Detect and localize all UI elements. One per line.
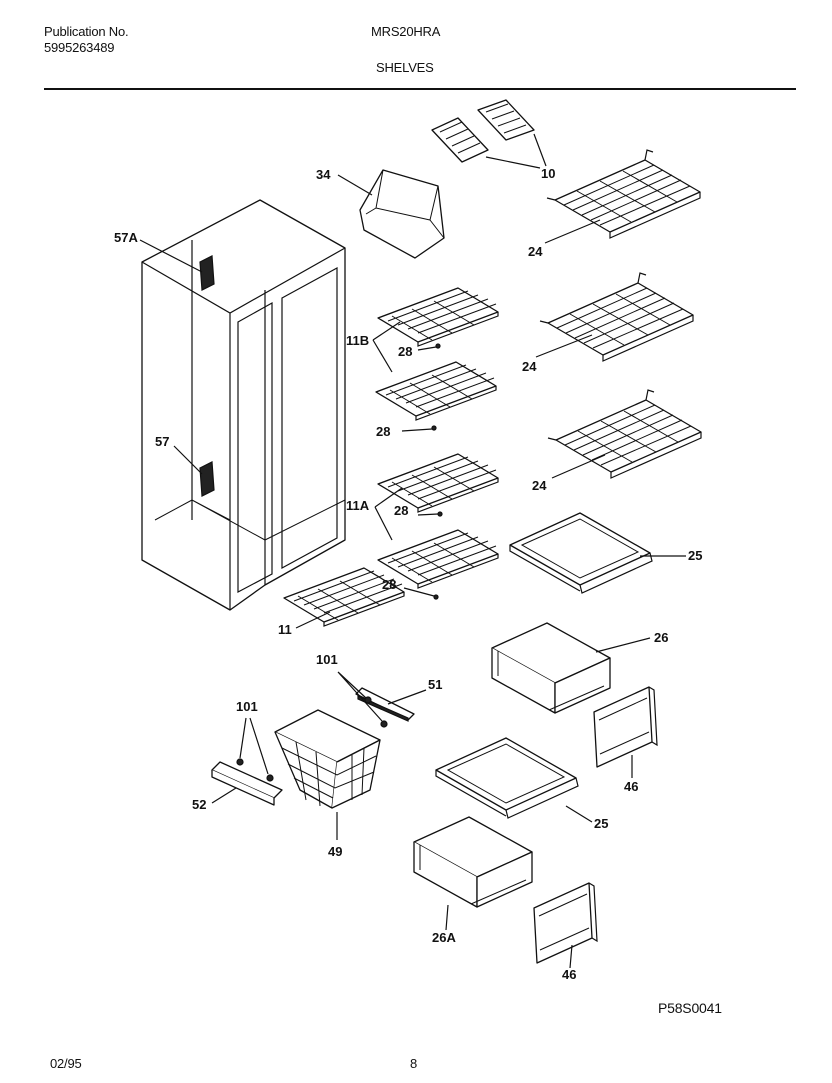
crisper-cover-1 [509,512,653,594]
freezer-shelf-1 [546,149,701,239]
ice-tray-pair [431,99,535,163]
door-bin [359,169,445,259]
model-number: MRS20HRA [371,24,441,39]
callout-11: 11 [278,622,292,637]
callout-101-upper: 101 [316,652,338,667]
callout-10: 10 [541,166,555,181]
page-number: 8 [410,1056,418,1071]
footer-date: 02/95 [50,1056,82,1071]
publication-label: Publication No. [44,24,129,39]
basket-bracket [211,761,283,806]
fresh-shelf-1 [377,287,499,347]
callout-25-upper: 25 [688,548,702,563]
callout-46-lower: 46 [562,967,576,982]
header-rule [44,88,796,90]
callout-51: 51 [428,677,442,692]
fresh-shelf-2 [375,361,497,421]
crisper-drawer-small [413,816,533,908]
callout-46-upper: 46 [624,779,638,794]
callout-25-lower: 25 [594,816,608,831]
callout-24-middle: 24 [522,359,537,374]
crisper-cover-2 [435,737,579,819]
callout-57A: 57A [114,230,138,245]
drawing-code: P58S0041 [658,1000,722,1016]
freezer-basket [274,709,381,809]
callout-28-third: 28 [394,503,408,518]
drawer-front-2 [533,882,598,964]
callout-26: 26 [654,630,668,645]
callout-11B: 11B [346,333,369,348]
crisper-drawer [491,622,611,714]
callout-28-second: 28 [376,424,390,439]
callout-34: 34 [316,167,331,182]
callout-28-first: 28 [398,344,412,359]
drawer-front-1 [593,686,658,768]
callout-24-top: 24 [528,244,543,259]
basket-rail [355,687,415,722]
callout-24-bottom: 24 [532,478,547,493]
freezer-shelf-2 [539,272,694,362]
publication-number: 5995263489 [44,40,115,55]
callout-57: 57 [155,434,169,449]
callout-26A: 26A [432,930,456,945]
callout-101-lower: 101 [236,699,258,714]
refrigerator-cabinet [141,199,346,611]
callout-11A: 11A [346,498,370,513]
callout-49: 49 [328,844,342,859]
callout-52: 52 [192,797,206,812]
section-title: SHELVES [376,60,434,75]
freezer-shelf-3 [547,389,702,479]
callout-28-fourth: 28 [382,577,396,592]
